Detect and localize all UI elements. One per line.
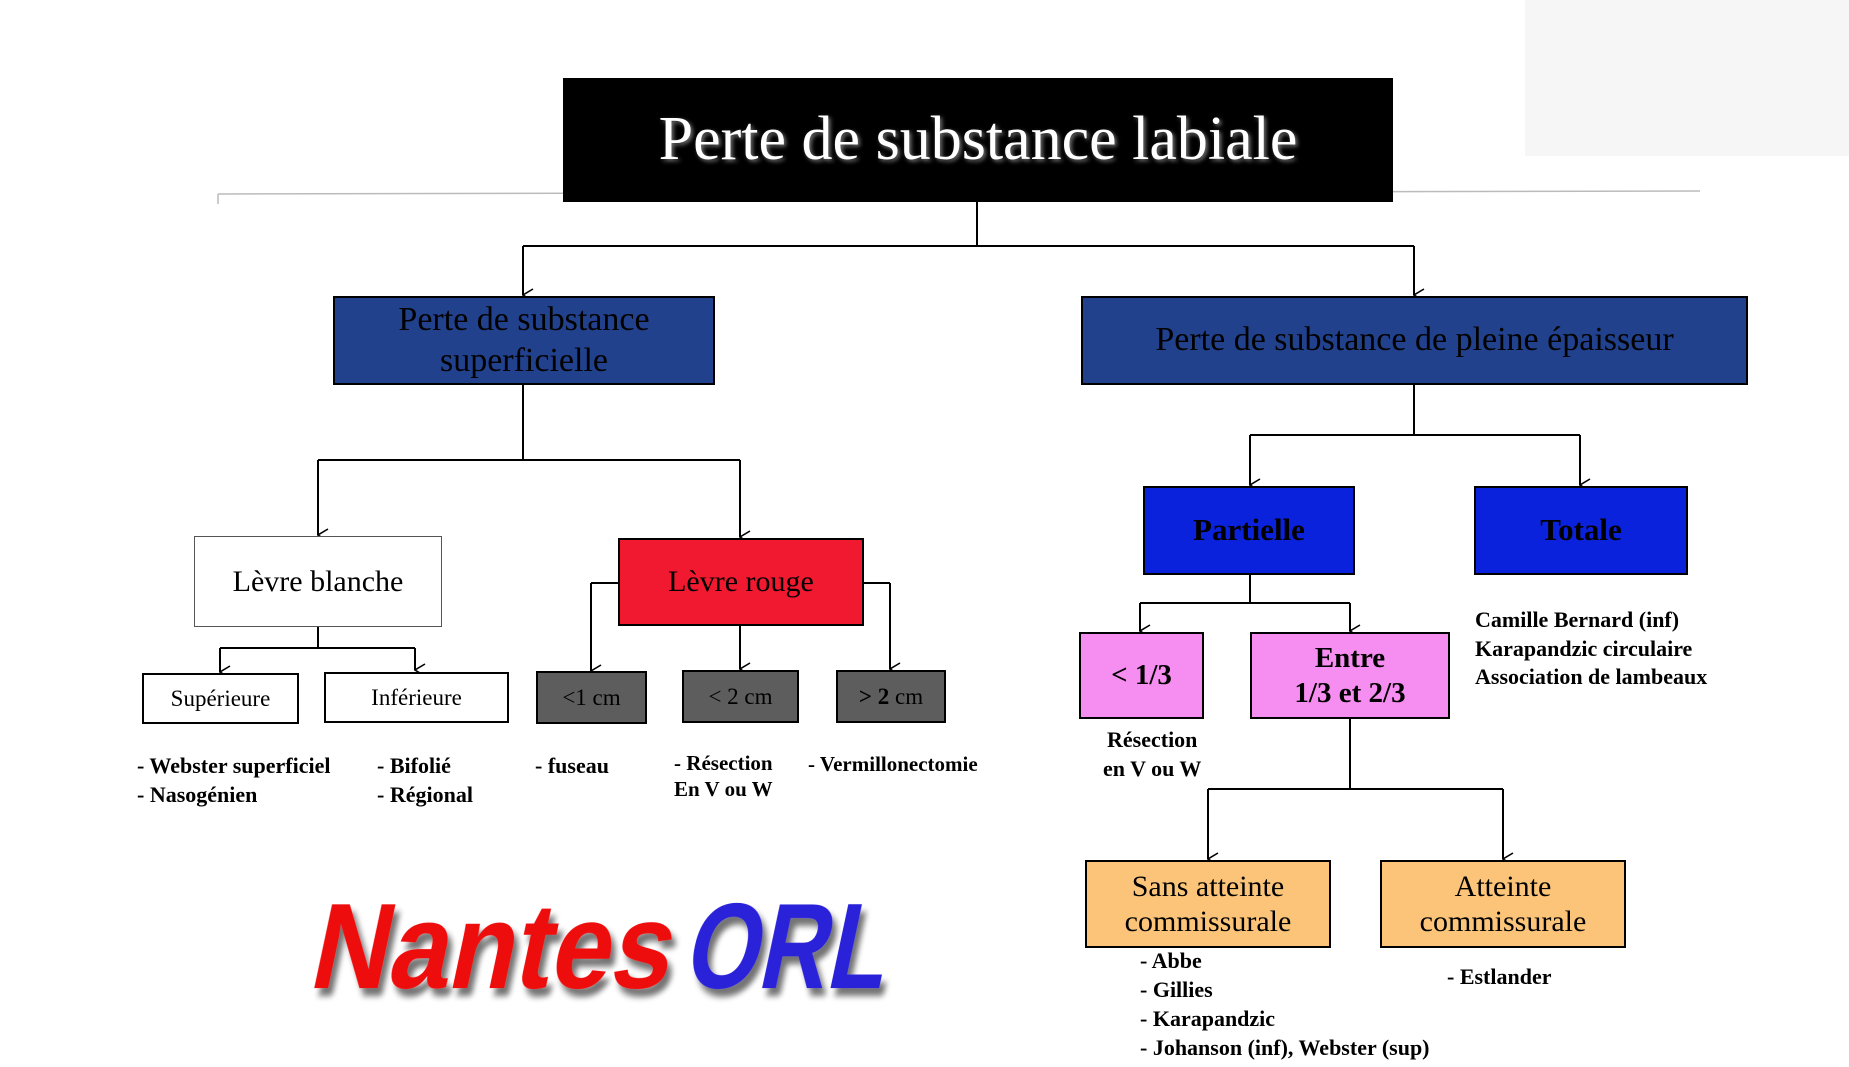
node-partielle: Partielle xyxy=(1143,486,1355,575)
list-item: - Webster superficiel xyxy=(137,753,331,778)
atteinte-line1: Atteinte xyxy=(1454,869,1552,903)
totale-text: Totale xyxy=(1540,512,1622,548)
pleine-text: Perte de substance de pleine épaisseur xyxy=(1155,321,1674,359)
node-lt-1-3: < 1/3 xyxy=(1079,632,1204,719)
list-atteinte: - Estlander xyxy=(1447,962,1552,991)
nantes-orl-logo: Nantes ORL xyxy=(301,880,905,1015)
title-box: Perte de substance labiale xyxy=(563,78,1393,202)
list-totale: Camille Bernard (inf) Karapandzic circul… xyxy=(1475,606,1707,692)
list-item: - Nasogénien xyxy=(137,782,258,808)
levre-blanche-text: Lèvre blanche xyxy=(232,564,404,598)
superficielle-line2: superficielle xyxy=(439,341,608,379)
title-text: Perte de substance labiale xyxy=(658,105,1298,174)
list-gt-2cm: - Vermillonectomie xyxy=(808,751,978,779)
superficielle-line1: Perte de substance xyxy=(398,301,650,339)
entre-line2: 1/3 et 2/3 xyxy=(1294,676,1406,709)
partielle-text: Partielle xyxy=(1193,512,1305,548)
lt-1cm-text: <1 cm xyxy=(562,684,621,710)
list-item: Karapandzic circulaire xyxy=(1475,635,1693,661)
sans-atteinte-line1: Sans atteinte xyxy=(1131,869,1285,903)
list-item: - Abbe xyxy=(1140,948,1202,973)
node-lt-1cm: <1 cm xyxy=(536,671,647,724)
list-item: - Résection xyxy=(674,751,773,775)
list-item: en V ou W xyxy=(1103,756,1202,782)
logo-nantes: Nantes xyxy=(301,880,690,1015)
node-gt-2cm: > 2 cm xyxy=(836,670,946,723)
node-lt-2cm: < 2 cm xyxy=(682,670,799,723)
list-inferieure: - Bifolié - Régional xyxy=(377,751,473,809)
list-sans-atteinte: - Abbe - Gillies - Karapandzic - Johanso… xyxy=(1140,946,1430,1062)
superieure-text: Supérieure xyxy=(170,685,271,711)
list-item: Camille Bernard (inf) xyxy=(1475,607,1680,632)
list-item: En V ou W xyxy=(674,776,773,801)
list-item: Association de lambeaux xyxy=(1475,664,1708,690)
inferieure-text: Inférieure xyxy=(371,684,462,710)
list-item: - fuseau xyxy=(535,753,609,778)
list-item: Résection xyxy=(1107,727,1198,752)
corner-panel xyxy=(1525,0,1849,156)
list-item: - Gillies xyxy=(1140,977,1213,1003)
gt-2cm-bold: > 2 xyxy=(858,683,890,709)
list-superieure: - Webster superficiel - Nasogénien xyxy=(137,751,331,809)
levre-rouge-text: Lèvre rouge xyxy=(668,565,814,599)
atteinte-line2: commissurale xyxy=(1419,905,1587,938)
list-item: - Bifolié xyxy=(377,753,451,778)
node-inferieure: Inférieure xyxy=(324,672,509,723)
node-levre-rouge: Lèvre rouge xyxy=(618,538,864,626)
logo-orl: ORL xyxy=(676,880,905,1015)
sans-atteinte-line2: commissurale xyxy=(1124,905,1292,938)
list-item: - Johanson (inf), Webster (sup) xyxy=(1140,1035,1430,1061)
list-item: - Estlander xyxy=(1447,964,1552,989)
gt-2cm-rest: cm xyxy=(889,683,924,709)
node-levre-blanche: Lèvre blanche xyxy=(194,536,442,627)
lt-1-3-text: < 1/3 xyxy=(1111,659,1172,692)
node-superieure: Supérieure xyxy=(142,673,299,724)
node-pleine-epaisseur: Perte de substance de pleine épaisseur xyxy=(1081,296,1748,385)
node-totale: Totale xyxy=(1474,486,1688,575)
list-item: - Régional xyxy=(377,782,473,808)
entre-line1: Entre xyxy=(1314,642,1386,675)
list-lt-1cm: - fuseau xyxy=(535,751,609,780)
list-item: - Karapandzic xyxy=(1140,1006,1276,1032)
list-lt-1-3: Résection en V ou W xyxy=(1103,725,1201,783)
list-lt-2cm: - Résection En V ou W xyxy=(674,751,773,802)
lt-2cm-text: < 2 cm xyxy=(708,683,773,709)
list-item: - Vermillonectomie xyxy=(808,752,978,776)
